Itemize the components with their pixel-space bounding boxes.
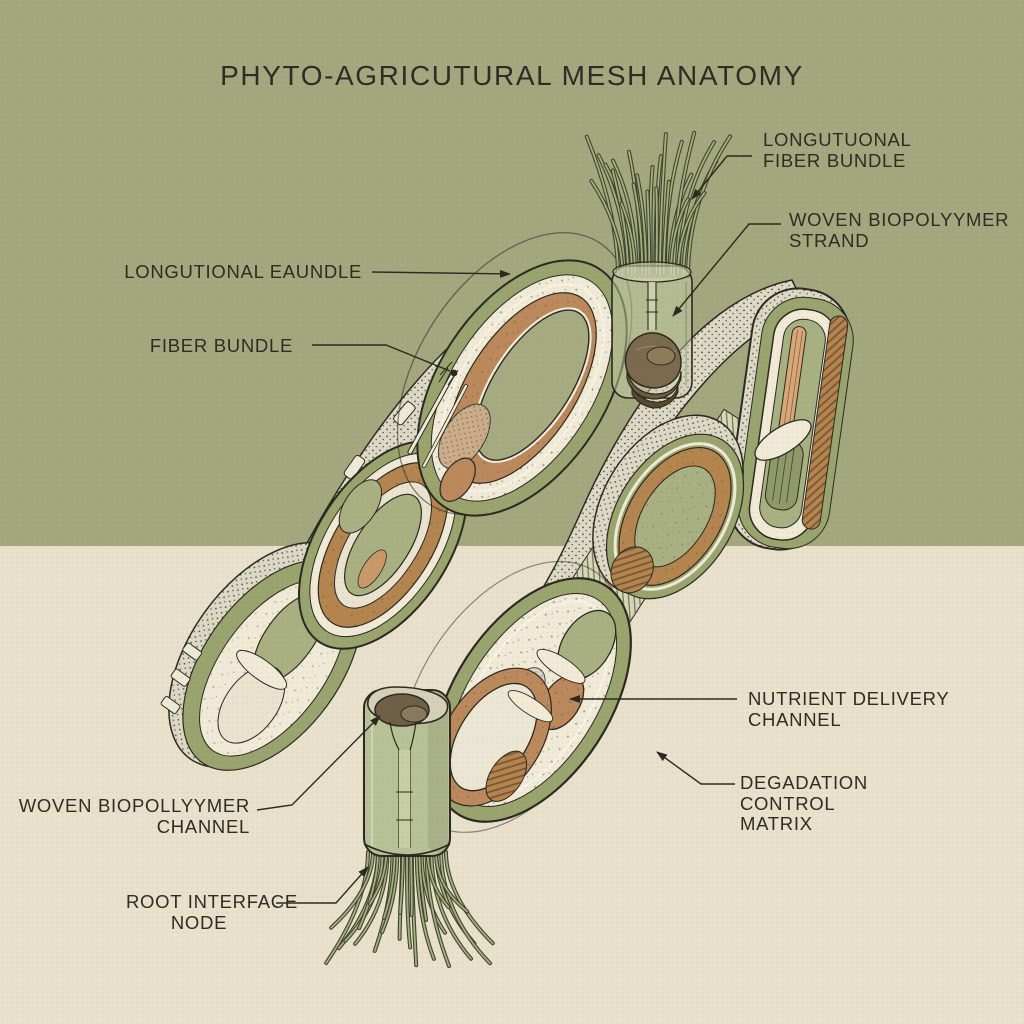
label-root-interface-node: ROOT INTERFACE NODE: [126, 891, 298, 933]
label-woven-biopolymer-channel: WOVEN BIOPOLLYYMER CHANNEL: [18, 795, 250, 837]
root-cylinder: [324, 686, 495, 968]
mesh-pod: [298, 440, 468, 650]
root-strands: [324, 850, 495, 968]
woven-strand-spoon: [624, 332, 682, 409]
mesh-hook: [727, 287, 854, 551]
longitudinal-fiber-strands: [584, 130, 733, 278]
label-degradation-control-matrix: DEGADATION CONTROL MATRIX: [740, 772, 868, 834]
leader-lines: [256, 155, 781, 904]
mesh-bone: [754, 419, 812, 461]
mesh-pod-longitudinal-bundle: [396, 232, 633, 517]
leader-biopolymer-channel: [256, 715, 381, 811]
leader-root-node: [276, 866, 369, 904]
fiber-bundle-needles: [407, 361, 468, 468]
leader-dot: [450, 369, 458, 377]
label-nutrient-delivery-channel: NUTRIENT DELIVERY CHANNEL: [748, 688, 950, 730]
mesh-pod: [592, 414, 745, 600]
label-woven-biopolymer-strand: WOVEN BIOPOLYYMER STRAND: [789, 209, 1010, 251]
fiber-cylinder: [584, 130, 733, 409]
page-title: PHYTO-AGRICUTURAL MESH ANATOMY: [220, 60, 804, 91]
mesh-structure-right: [399, 279, 854, 833]
leader-woven-strand: [672, 223, 781, 317]
label-longitudinal-eaundle: LONGUTIONAL EAUNDLE: [124, 261, 362, 282]
leader-longitudinal-fiber-bundle: [691, 155, 752, 200]
mesh-structure-left: [160, 232, 633, 771]
leader-fiber-bundle: [312, 344, 451, 372]
leader-longitudinal-eaundle: [371, 269, 511, 278]
label-fiber-bundle: FIBER BUNDLE: [149, 335, 293, 356]
label-longitudinal-fiber-bundle: LONGUTUONAL FIBER BUNDLE: [763, 129, 912, 171]
mesh-pod-nutrient-channel: [399, 560, 632, 833]
biopolymer-channel-bowl: [367, 686, 449, 727]
leader-degradation-matrix: [656, 751, 735, 785]
